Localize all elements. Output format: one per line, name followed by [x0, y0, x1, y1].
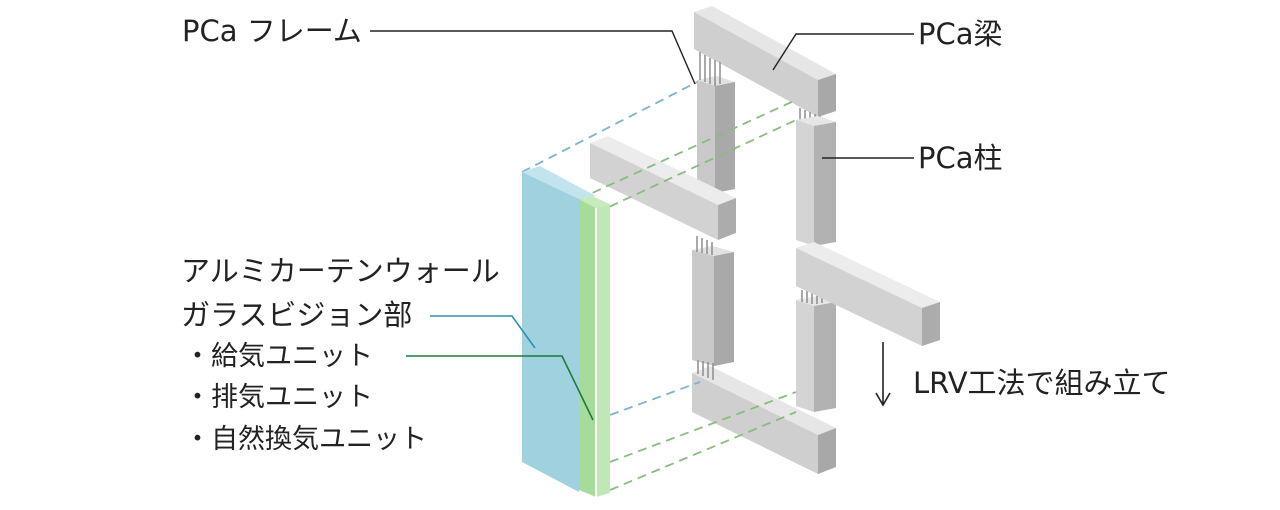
- frame-leader-line: [370, 30, 696, 85]
- pca-column-label: PCa柱: [918, 141, 1003, 175]
- middle-left-beam: [590, 136, 736, 255]
- upper-right-column: [796, 116, 836, 246]
- pca-frame-label: PCa フレーム: [182, 14, 362, 48]
- lower-right-column: [796, 290, 836, 412]
- beam-leader-line: [772, 33, 914, 71]
- down-arrow-icon: [875, 342, 891, 407]
- curtain-wall-label: アルミカーテンウォール: [181, 254, 500, 288]
- bottom-beam: [692, 360, 836, 474]
- top-beam: [694, 6, 836, 130]
- supply-unit-label: ・給気ユニット: [184, 341, 373, 372]
- projection-lines: [521, 81, 797, 491]
- glass-leader-line: [430, 315, 536, 349]
- upper-back-column: [697, 76, 735, 193]
- vent-unit-panel: [579, 196, 610, 497]
- assembly-method-label: LRV工法で組み立て: [913, 366, 1171, 400]
- lower-back-column: [692, 246, 734, 366]
- natural-vent-unit-label: ・自然換気ユニット: [184, 424, 427, 455]
- middle-right-beam: [796, 242, 940, 346]
- exhaust-unit-label: ・排気ユニット: [184, 382, 373, 413]
- glass-vision-label: ガラスビジョン部: [181, 298, 413, 332]
- vent-leader-line: [406, 355, 594, 421]
- pca-beam-label: PCa梁: [918, 17, 1003, 51]
- glass-panel: [522, 166, 596, 492]
